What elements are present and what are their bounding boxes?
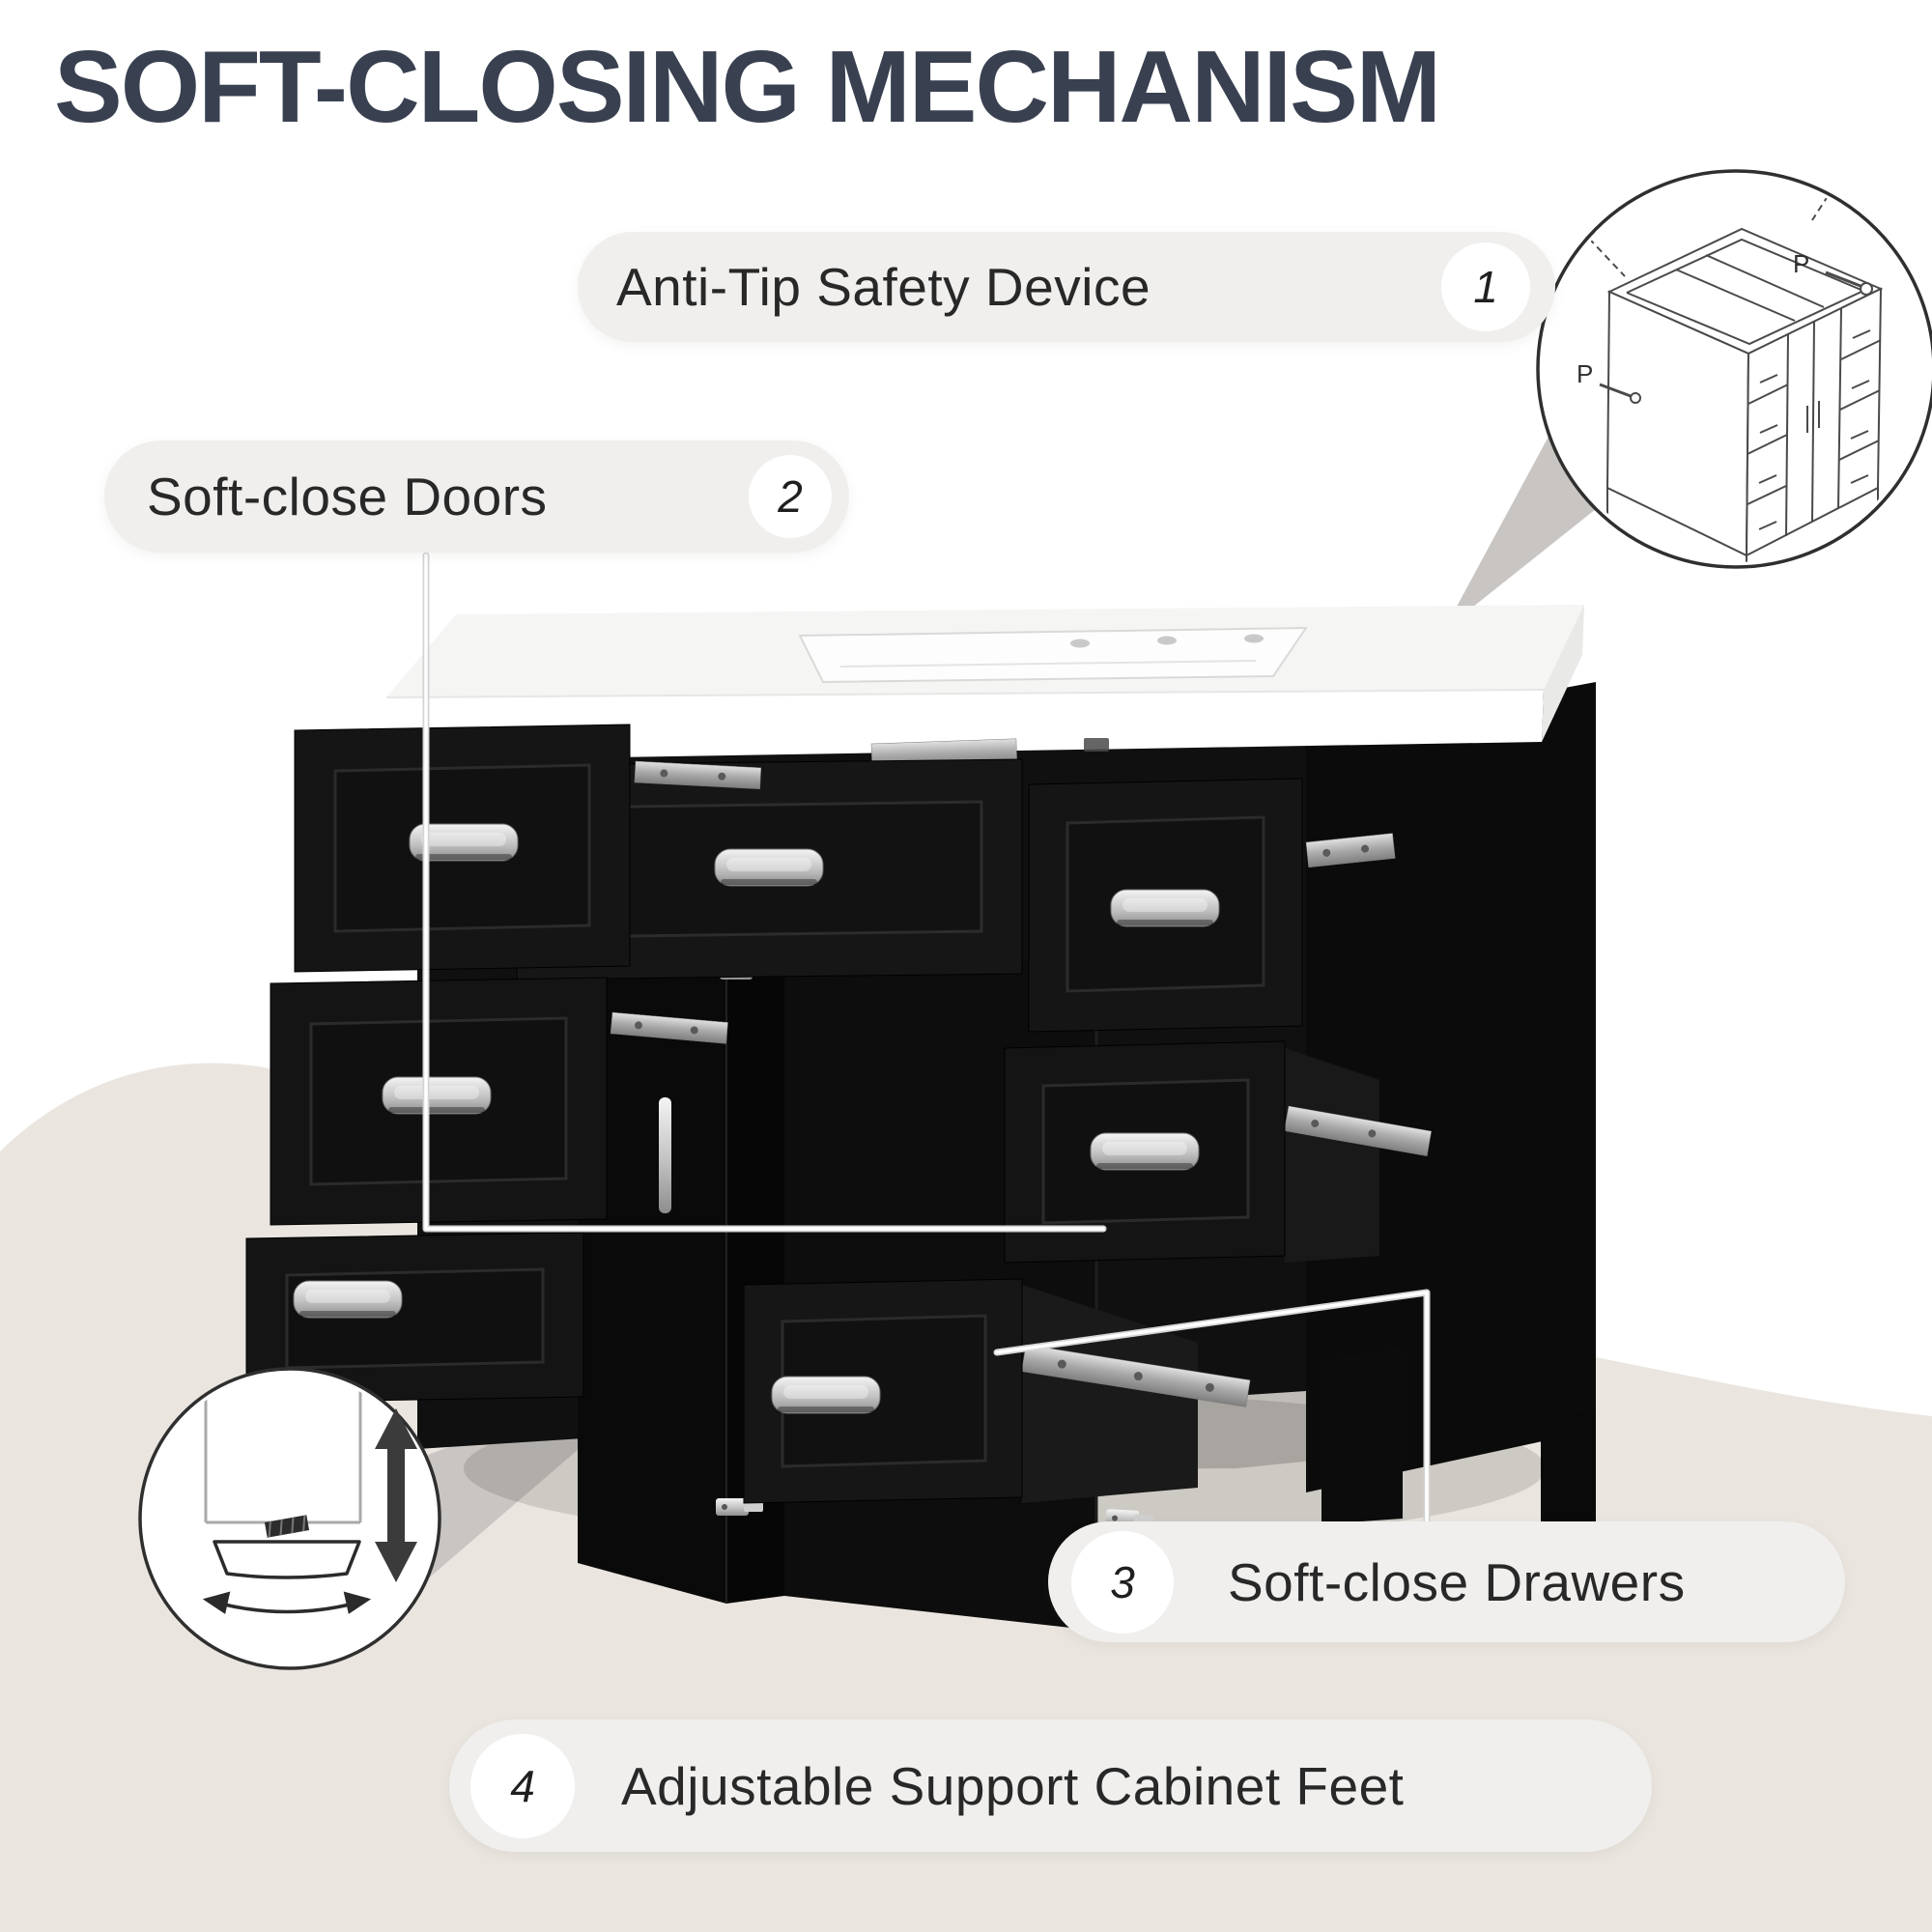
up-down-arrow-icon — [375, 1408, 417, 1582]
page-title: SOFT-CLOSING MECHANISM — [54, 30, 1441, 144]
drawer-handle — [293, 1280, 403, 1319]
callout-number-4-badge: 4 — [470, 1733, 575, 1838]
swivel-arrow-icon — [202, 1591, 372, 1614]
callout-doors-label: Soft-close Doors — [147, 467, 548, 526]
drawer-handle — [771, 1376, 881, 1414]
leader-line-doors — [422, 552, 1107, 1233]
callout-number-2-badge: 2 — [749, 455, 832, 538]
vanity-cabinet-photo — [245, 605, 1596, 1631]
pointer-wedge-top-right — [1444, 435, 1596, 630]
foot-bolt — [264, 1515, 310, 1538]
frame-diagram-inset: P P — [1536, 169, 1932, 569]
callout-number-3-badge: 3 — [1071, 1530, 1174, 1634]
drawer-handle — [1110, 889, 1220, 927]
drawer-handle — [714, 848, 824, 887]
adjustable-foot-inset — [138, 1367, 441, 1670]
callout-drawers-label: Soft-close Drawers — [1228, 1551, 1686, 1612]
frame-p-label-2: P — [1577, 359, 1593, 388]
frame-p-label-1: P — [1793, 249, 1809, 278]
callout-number-1-badge: 1 — [1441, 242, 1530, 331]
leader-line-drawers — [993, 1289, 1431, 1528]
callout-soft-close-drawers: 3 Soft-close Drawers — [1048, 1521, 1845, 1642]
callout-feet-label: Adjustable Support Cabinet Feet — [621, 1755, 1405, 1816]
callout-soft-close-doors: Soft-close Doors 2 — [104, 440, 849, 553]
callout-anti-tip: Anti-Tip Safety Device 1 — [578, 232, 1555, 342]
callout-anti-tip-label: Anti-Tip Safety Device — [616, 257, 1151, 317]
door-handle — [659, 1097, 671, 1213]
drawer-handle — [382, 1076, 492, 1115]
callout-adjustable-feet: 4 Adjustable Support Cabinet Feet — [449, 1719, 1652, 1852]
drawer-handle — [1090, 1132, 1200, 1171]
